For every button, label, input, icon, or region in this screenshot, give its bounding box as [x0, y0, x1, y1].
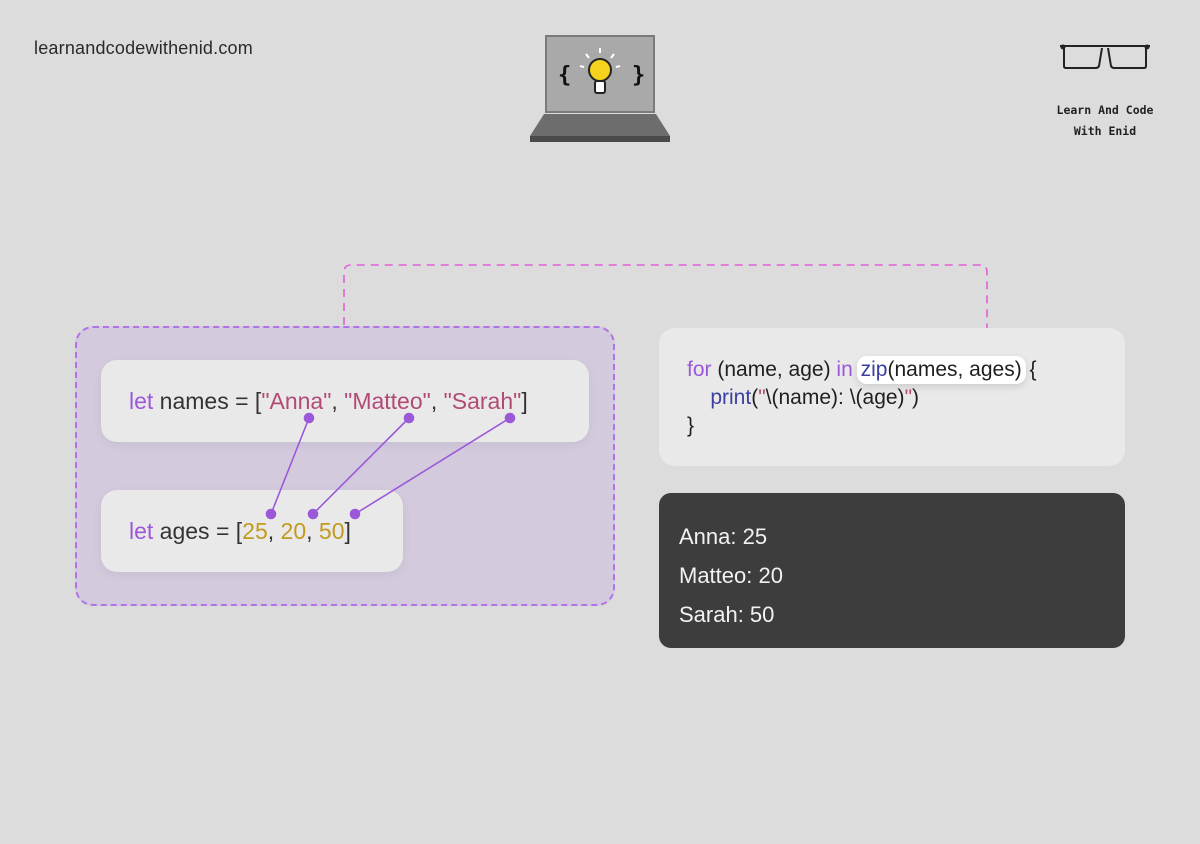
output-line: Sarah: 50: [679, 602, 775, 627]
age-item-25: 25: [242, 517, 268, 544]
in-keyword: in: [836, 358, 853, 381]
zip-function: zip: [860, 358, 888, 381]
print-close-paren: ): [912, 386, 920, 409]
string-quote-open: ": [758, 386, 766, 409]
separator: ,: [430, 387, 444, 414]
names-declaration: names = [: [153, 387, 262, 414]
for-loop-card: for (name, age) in zip(names, ages) { pr…: [659, 328, 1125, 466]
open-brace: {: [1023, 358, 1037, 381]
ages-declaration: ages = [: [153, 517, 243, 544]
output-line: Matteo: 20: [679, 563, 783, 588]
for-keyword: for: [687, 358, 712, 381]
code-line-1: for (name, age) in zip(names, ages) {: [687, 356, 1125, 384]
close-bracket: ]: [521, 387, 528, 414]
string-quote-close: ": [904, 386, 913, 409]
console-output: Anna: 25 Matteo: 20 Sarah: 50: [659, 493, 1125, 648]
loop-binding: (name, age): [711, 358, 837, 381]
name-item-sarah: "Sarah": [443, 387, 522, 414]
close-bracket: ]: [344, 517, 351, 544]
zip-arguments: (names, ages): [887, 358, 1022, 381]
glasses-icon: [1060, 44, 1150, 69]
output-line: Anna: 25: [679, 524, 768, 549]
svg-text:{: {: [558, 63, 571, 88]
let-keyword: let: [129, 387, 154, 414]
print-open-paren: (: [751, 386, 759, 409]
string-interpolation: \(name): \(age): [765, 386, 905, 409]
names-array-card: let names = ["Anna", "Matteo", "Sarah"]: [101, 360, 589, 442]
zip-call-highlight: zip(names, ages): [856, 356, 1026, 384]
laptop-lightbulb-icon: { }: [530, 35, 670, 142]
separator: ,: [331, 387, 345, 414]
brand-logo: Learn And Code With Enid: [1040, 38, 1170, 148]
separator: ,: [306, 517, 319, 544]
ages-array-card: let ages = [25, 20, 50]: [101, 490, 403, 572]
code-line-2: print("\(name): \(age)"): [687, 384, 1125, 412]
name-item-anna: "Anna": [261, 387, 332, 414]
name-item-matteo: "Matteo": [344, 387, 431, 414]
age-item-20: 20: [280, 517, 307, 544]
separator: ,: [267, 517, 281, 544]
code-line-3: }: [687, 412, 1125, 440]
print-function: print: [710, 386, 752, 409]
let-keyword: let: [129, 517, 154, 544]
brand-name: Learn And Code With Enid: [1056, 103, 1154, 138]
close-brace: }: [687, 414, 695, 437]
site-url: learnandcodewithenid.com: [34, 38, 253, 58]
age-item-50: 50: [318, 517, 345, 544]
svg-text:}: }: [632, 63, 645, 88]
